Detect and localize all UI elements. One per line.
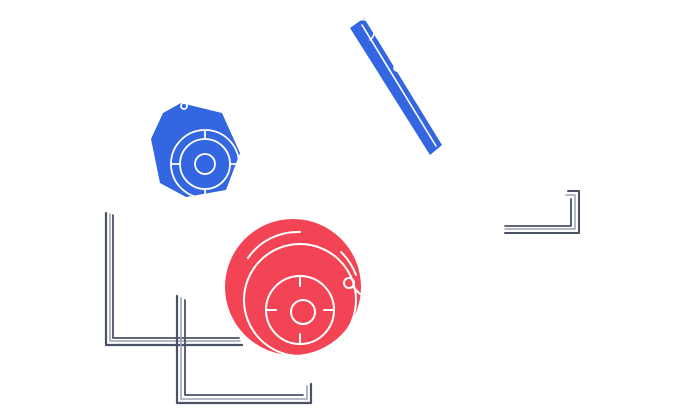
right-hook-bracket-icon [504, 190, 580, 234]
red-ball-highlights [243, 230, 361, 357]
blue-hexagon-icon[interactable] [151, 102, 240, 199]
blue-stick-cap-arc [355, 18, 376, 41]
red-ball-top-arc [247, 230, 301, 259]
short-l-bracket-stroke-outer [175, 294, 313, 405]
red-ball-icon[interactable] [225, 219, 361, 357]
right-hook-stroke-outer [504, 190, 580, 234]
red-ball-pin-stem [352, 286, 361, 295]
blue-stick-highlights [355, 18, 437, 147]
red-ball-ring-outer [243, 243, 357, 357]
blue-hexagon-pin [180, 102, 188, 110]
red-ball-side-arc [340, 251, 357, 276]
red-ball-ring-inner [290, 299, 316, 325]
blue-stick-groove [361, 24, 437, 147]
blue-stick-body[interactable] [350, 18, 442, 155]
tall-l-bracket-stroke-mid [109, 213, 241, 342]
right-hook-stroke-inner [504, 198, 572, 227]
tall-l-bracket-icon [104, 211, 244, 347]
short-l-bracket-stroke-inner [184, 299, 304, 396]
short-l-bracket-icon [175, 294, 313, 405]
red-ball-pin [343, 277, 355, 289]
red-ball-body[interactable] [225, 219, 361, 355]
blue-hexagon-ring-outer [170, 129, 240, 199]
right-hook-stroke-mid [504, 194, 576, 230]
blue-stick-pin [393, 64, 401, 72]
blue-hexagon-highlights [170, 102, 240, 199]
blue-stick-icon[interactable] [350, 18, 442, 155]
blue-hexagon-ring-inner [194, 153, 216, 175]
tall-l-bracket-stroke-outer [104, 211, 244, 347]
blue-hexagon-body[interactable] [151, 103, 240, 197]
blue-hexagon-edge-arc [225, 119, 239, 139]
short-l-bracket-stroke-mid [180, 297, 308, 400]
tall-l-bracket-stroke-inner [112, 214, 240, 339]
